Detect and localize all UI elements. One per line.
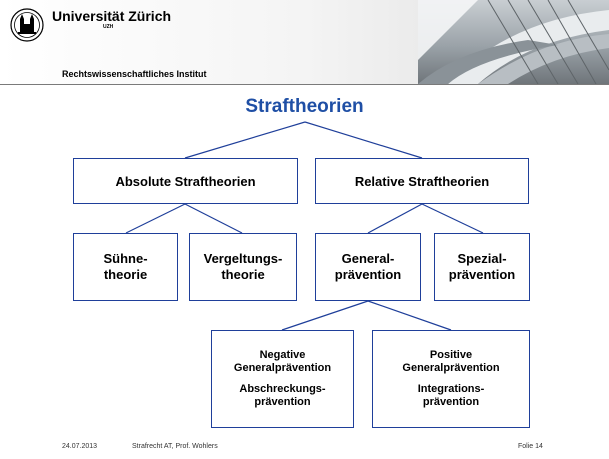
- diagram-title: Straftheorien: [245, 96, 364, 117]
- vergeltung-line1: Vergeltungs-: [203, 251, 283, 266]
- connector-general-negative: [281, 300, 369, 331]
- positive-line2: Generalprävention: [402, 362, 500, 374]
- vergeltung-line2: theorie: [221, 267, 265, 282]
- box-suehnetheorie: Sühne- theorie: [73, 233, 178, 301]
- box-spezialpraevention: Spezial- prävention: [434, 233, 530, 301]
- spezial-line1: Spezial-: [457, 251, 507, 266]
- positive-line4: prävention: [422, 396, 480, 408]
- negative-line2: Generalprävention: [233, 362, 332, 374]
- box-positive-generalpraevention: Positive Generalprävention Integrations-…: [372, 330, 530, 428]
- negative-line4: prävention: [254, 396, 311, 408]
- box-relative-straftheorien: Relative Straftheorien: [315, 158, 529, 204]
- general-line2: prävention: [334, 267, 402, 282]
- connector-absolute-vergeltung: [184, 203, 243, 234]
- footer-course: Strafrecht AT, Prof. Wohlers: [132, 443, 218, 450]
- university-name: Universität Zürich: [52, 8, 171, 24]
- box-absolute-label: Absolute Straftheorien: [115, 173, 256, 189]
- box-vergeltungstheorie: Vergeltungs- theorie: [189, 233, 297, 301]
- connector-general-positive: [367, 300, 452, 331]
- suehne-line2: theorie: [103, 267, 148, 282]
- box-relative-label: Relative Straftheorien: [354, 173, 490, 189]
- university-name-line1: Universität: [52, 8, 125, 24]
- header-architecture-photo: [418, 0, 609, 84]
- positive-line1: Positive: [429, 349, 473, 361]
- footer-slide-number: Folie 14: [518, 443, 543, 450]
- university-seal-logo: [10, 8, 44, 42]
- general-line1: General-: [341, 251, 395, 266]
- connector-relative-general: [367, 203, 423, 234]
- connector-title-absolute: [184, 121, 306, 159]
- box-generalpraevention: General- prävention: [315, 233, 421, 301]
- connector-absolute-suehne: [125, 203, 186, 234]
- connector-relative-spezial: [421, 203, 484, 234]
- box-absolute-straftheorien: Absolute Straftheorien: [73, 158, 298, 204]
- university-name-line2: Zürich: [128, 8, 172, 24]
- spezial-line2: prävention: [448, 267, 516, 282]
- negative-line3: Abschreckungs-: [239, 383, 326, 395]
- institute-name: Rechtswissenschaftliches Institut: [62, 69, 207, 79]
- connector-title-relative: [304, 121, 423, 159]
- header-divider: [0, 84, 609, 85]
- suehne-line1: Sühne-: [103, 251, 148, 266]
- box-negative-generalpraevention: Negative Generalprävention Abschreckungs…: [211, 330, 354, 428]
- footer-date: 24.07.2013: [62, 443, 98, 450]
- positive-line3: Integrations-: [417, 383, 485, 395]
- uzh-mark: UZH: [103, 24, 114, 30]
- negative-line1: Negative: [259, 349, 306, 361]
